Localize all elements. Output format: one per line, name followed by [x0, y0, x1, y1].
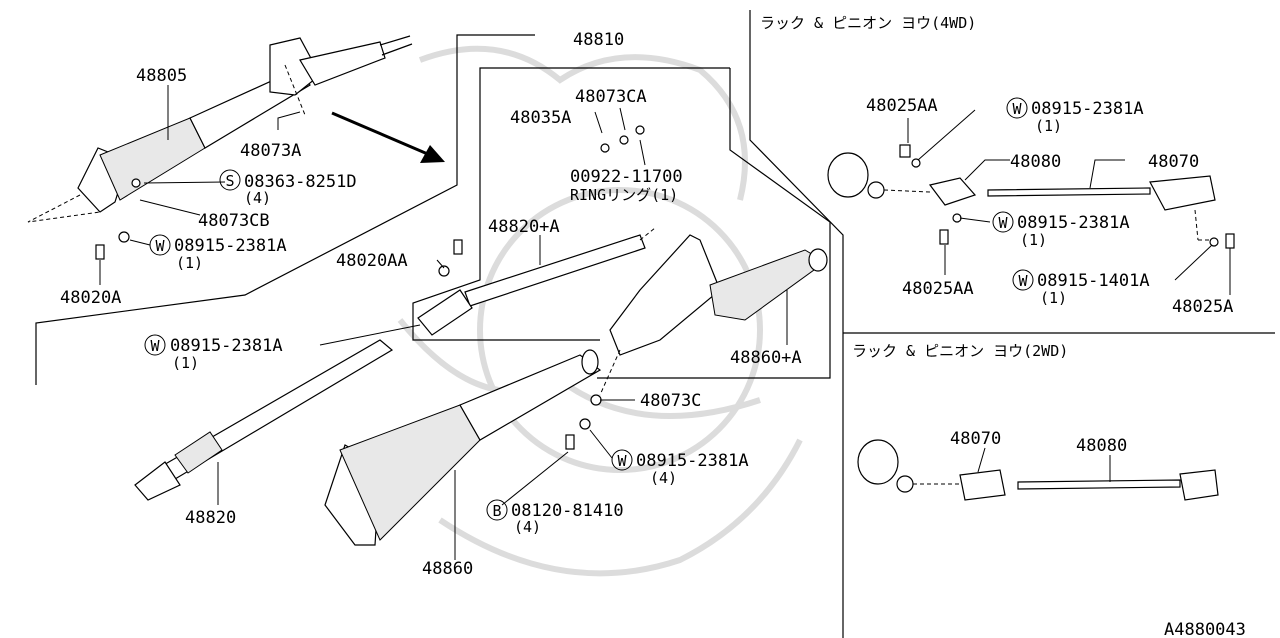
- marker-b-08120: B: [486, 499, 508, 521]
- qty-08915-1401A: (1): [1040, 289, 1067, 307]
- label-08915-4wd-top: 08915-2381A: [1031, 99, 1144, 119]
- label-48073A: 48073A: [240, 141, 301, 161]
- marker-w-left: W: [149, 234, 171, 256]
- label-48070-4wd: 48070: [1148, 152, 1199, 172]
- marker-w-mid: W: [144, 334, 166, 356]
- label-08915-1401A: 08915-1401A: [1037, 271, 1150, 291]
- label-48025AA-bot: 48025AA: [902, 279, 974, 299]
- label-00922-11700: 00922-11700: [570, 167, 683, 187]
- marker-w-low: W: [611, 449, 633, 471]
- label-48073C: 48073C: [640, 391, 701, 411]
- marker-w-4wd-mid: W: [992, 211, 1014, 233]
- svg-text:B: B: [492, 502, 501, 520]
- label-48070-2wd: 48070: [950, 429, 1001, 449]
- label-08915-4wd-mid: 08915-2381A: [1017, 213, 1130, 233]
- svg-text:S: S: [225, 172, 234, 190]
- label-48080-2wd: 48080: [1076, 436, 1127, 456]
- qty-08915-low: (4): [650, 469, 677, 487]
- svg-text:W: W: [150, 337, 160, 355]
- leader-lines: [99, 85, 1231, 560]
- label-48080-4wd: 48080: [1010, 152, 1061, 172]
- label-ring: RINGリング(1): [570, 186, 678, 204]
- label-08363-8251D: 08363-8251D: [244, 172, 357, 192]
- column-assembly-48805: [27, 35, 413, 223]
- label-48025A: 48025A: [1172, 297, 1233, 317]
- frame-lines: [35, 10, 1275, 638]
- marker-w-4wd-top: W: [1006, 97, 1028, 119]
- label-08915-low: 08915-2381A: [636, 451, 749, 471]
- label-48805: 48805: [136, 66, 187, 86]
- label-48073CB: 48073CB: [198, 211, 270, 231]
- label-48860A: 48860+A: [730, 348, 802, 368]
- label-48020A: 48020A: [60, 288, 121, 308]
- label-48820: 48820: [185, 508, 236, 528]
- label-48820A: 48820+A: [488, 217, 560, 237]
- svg-text:W: W: [617, 452, 627, 470]
- fasteners-center: [95, 125, 645, 450]
- label-08915-left: 08915-2381A: [174, 236, 287, 256]
- section-header-4wd: ラック & ピニオン ヨウ(4WD): [760, 14, 976, 32]
- direction-arrow: [331, 111, 445, 163]
- column-tube-48860: [324, 349, 602, 546]
- svg-text:W: W: [155, 237, 165, 255]
- svg-text:W: W: [1018, 272, 1028, 290]
- section-header-2wd: ラック & ピニオン ヨウ(2WD): [852, 342, 1068, 360]
- diagram-code: A4880043: [1164, 620, 1246, 638]
- marker-w-1401: W: [1012, 269, 1034, 291]
- qty-08915-mid: (1): [172, 354, 199, 372]
- shaft-48820A: [417, 227, 656, 336]
- rack-pinion-4wd-parts: [827, 144, 1235, 249]
- marker-s-08363: S: [219, 169, 241, 191]
- label-48810: 48810: [573, 30, 624, 50]
- qty-08915-4wd-top: (1): [1035, 117, 1062, 135]
- qty-08915-4wd-mid: (1): [1020, 231, 1047, 249]
- label-48073CA: 48073CA: [575, 87, 647, 107]
- rack-pinion-2wd-parts: [857, 439, 1219, 501]
- svg-text:W: W: [998, 214, 1008, 232]
- svg-text:W: W: [1012, 100, 1022, 118]
- label-48025AA-top: 48025AA: [866, 96, 938, 116]
- qty-08120: (4): [514, 518, 541, 536]
- label-48020AA: 48020AA: [336, 251, 408, 271]
- shaft-48820: [134, 339, 394, 501]
- label-08915-mid: 08915-2381A: [170, 336, 283, 356]
- bracket-48860A: [599, 234, 828, 396]
- label-48035A: 48035A: [510, 108, 571, 128]
- qty-08915-left: (1): [176, 254, 203, 272]
- label-08120-81410: 08120-81410: [511, 501, 624, 521]
- qty-08363: (4): [244, 189, 271, 207]
- label-48860: 48860: [422, 559, 473, 579]
